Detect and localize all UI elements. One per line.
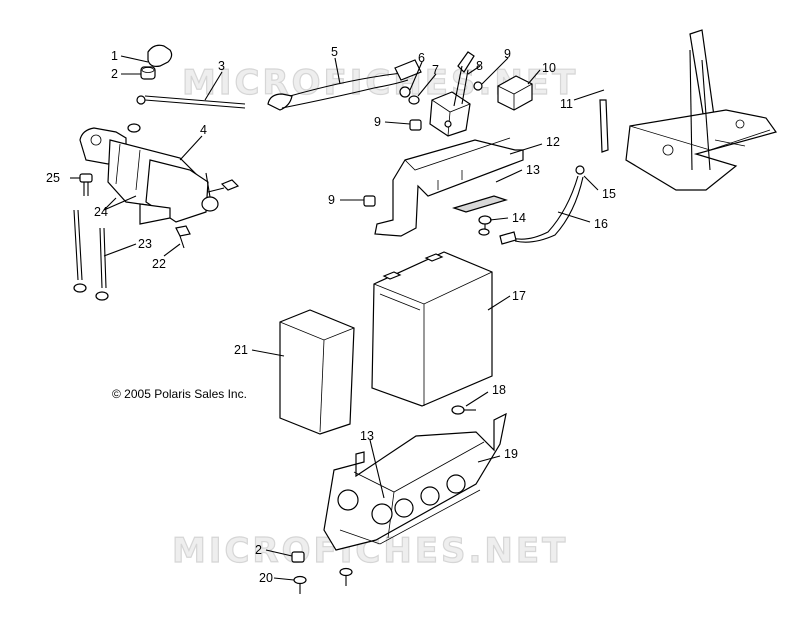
- callout-20: 20: [259, 571, 273, 585]
- solenoid-part: [399, 51, 483, 137]
- callout-9-top: 9: [504, 47, 511, 61]
- bolt-part: [175, 225, 191, 249]
- callout-12: 12: [546, 135, 560, 149]
- frame-part: [599, 29, 777, 191]
- callout-25: 25: [46, 171, 60, 185]
- screw-part: [451, 405, 476, 415]
- pad-part: [452, 195, 508, 213]
- callout-9-mid: 9: [374, 115, 381, 129]
- callout-5: 5: [331, 45, 338, 59]
- callout-24: 24: [94, 205, 108, 219]
- callout-7: 7: [432, 63, 439, 77]
- callout-23: 23: [138, 237, 152, 251]
- copyright-text: © 2005 Polaris Sales Inc.: [112, 387, 247, 401]
- callout-numbers: 1 2 3 4 5 6 7 8 9 10 11 9 12 13 15 9 14 …: [46, 45, 616, 585]
- callout-15: 15: [602, 187, 616, 201]
- leader-lines: [70, 55, 605, 581]
- ground-cable-part: [136, 95, 246, 109]
- callout-4: 4: [200, 123, 207, 137]
- foam-pad-part: [279, 309, 355, 435]
- callout-18: 18: [492, 383, 506, 397]
- nut-part: [140, 66, 156, 80]
- relay-part: [497, 75, 533, 111]
- callout-13-low: 13: [360, 429, 374, 443]
- boot-cap-part: [147, 44, 173, 67]
- callout-17: 17: [512, 289, 526, 303]
- bolt-part: [79, 173, 93, 196]
- starter-motor-part: [79, 123, 219, 225]
- bolt-part: [207, 179, 240, 193]
- callout-19: 19: [504, 447, 518, 461]
- callout-14: 14: [512, 211, 526, 225]
- callout-6: 6: [418, 51, 425, 65]
- battery-box-part: [323, 412, 507, 551]
- callout-21: 21: [234, 343, 248, 357]
- callout-3: 3: [218, 59, 225, 73]
- nut-part: [291, 551, 305, 563]
- screw-part: [478, 215, 492, 236]
- nut-part: [409, 119, 422, 131]
- callout-2: 2: [111, 67, 118, 81]
- battery-cable-part: [499, 165, 585, 245]
- callout-2-low: 2: [255, 543, 262, 557]
- strap-part: [73, 209, 109, 301]
- callout-10: 10: [542, 61, 556, 75]
- battery-bracket-part: [374, 137, 524, 237]
- callout-8: 8: [476, 59, 483, 73]
- battery-part: [371, 251, 493, 407]
- callout-11: 11: [560, 97, 573, 111]
- callout-9-low: 9: [328, 193, 335, 207]
- callout-1: 1: [111, 49, 118, 63]
- starter-cable-part: [267, 59, 422, 111]
- callout-22: 22: [152, 257, 166, 271]
- callout-13-top: 13: [526, 163, 540, 177]
- nut-part: [363, 195, 376, 207]
- callout-16: 16: [594, 217, 608, 231]
- screw-part: [293, 567, 353, 594]
